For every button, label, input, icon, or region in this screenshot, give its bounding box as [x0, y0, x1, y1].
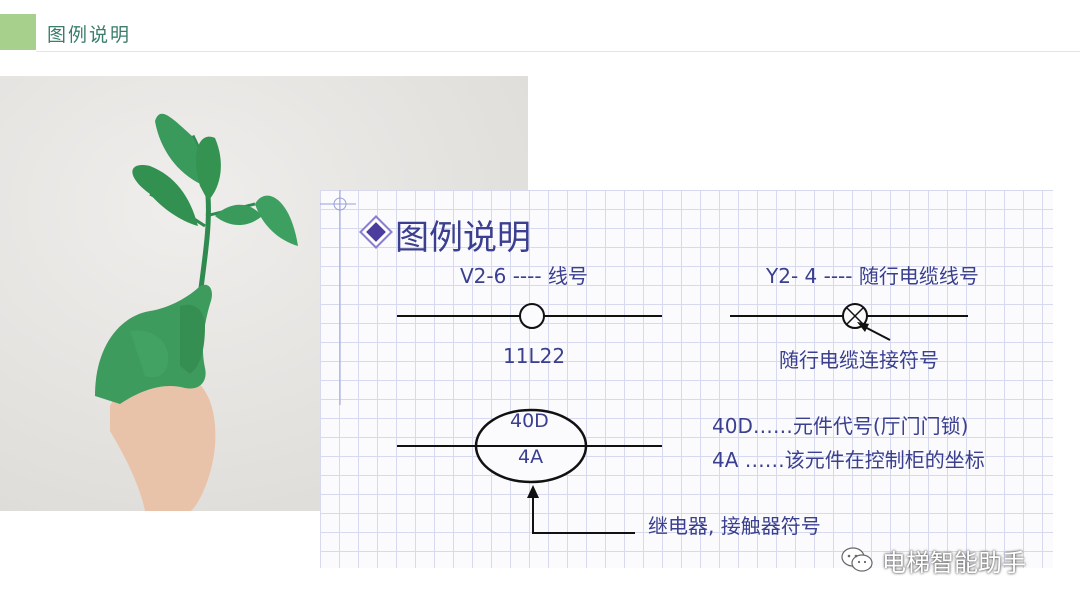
- wire-number-label: V2-6 ---- 线号: [460, 264, 588, 288]
- wire-number-symbol: [519, 303, 545, 329]
- relay-contactor-label: 继电器, 接触器符号: [648, 514, 821, 538]
- component-coord-label: 4A: [518, 446, 544, 468]
- component-code-description: 40D……元件代号(厅门门锁): [712, 414, 969, 438]
- legend-diagram-panel: 图例说明 V2-6 ---- 线号 11L22 Y2- 4 ---- 随行电缆线…: [320, 190, 1053, 568]
- legend-diagram-lines: [320, 190, 968, 534]
- watermark-text: 电梯智能助手: [882, 548, 1026, 577]
- wire-code-label: 11L22: [503, 344, 566, 368]
- component-code-label: 40D: [510, 410, 549, 432]
- watermark: 电梯智能助手: [840, 545, 1026, 577]
- legend-title: 图例说明: [395, 218, 531, 258]
- header-accent-bar: [0, 14, 36, 50]
- traveling-cable-label: Y2- 4 ---- 随行电缆线号: [766, 264, 979, 288]
- cable-connection-label: 随行电缆连接符号: [779, 348, 939, 372]
- page-title: 图例说明: [47, 24, 132, 46]
- component-coord-description: 4A ……该元件在控制柜的坐标: [712, 448, 985, 472]
- wechat-icon: [841, 547, 873, 572]
- header-divider: [36, 51, 1080, 52]
